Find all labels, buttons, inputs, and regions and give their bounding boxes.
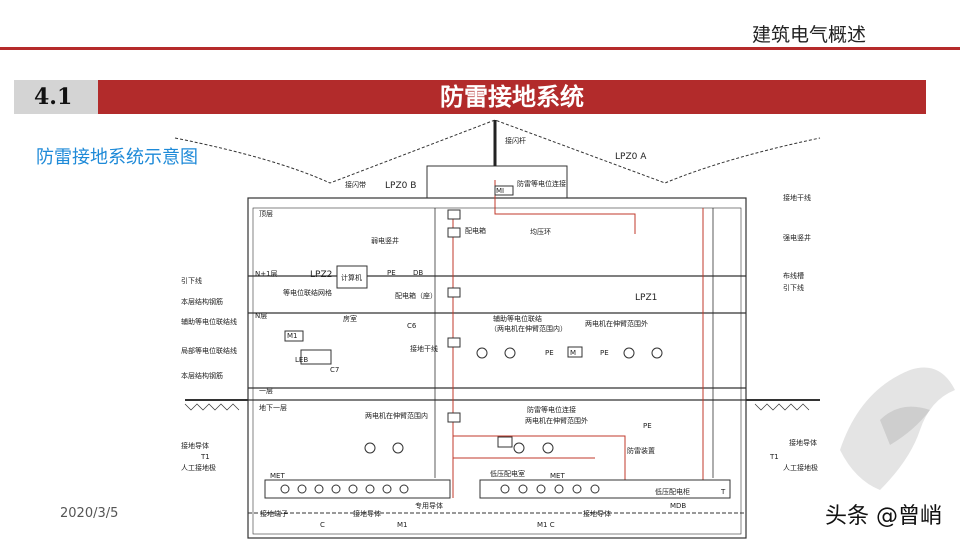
- slide-date: 2020/3/5: [60, 506, 119, 521]
- svg-text:两电机在伸臂范围内: 两电机在伸臂范围内: [365, 411, 428, 420]
- svg-text:顶层: 顶层: [259, 210, 273, 218]
- met-bars: [264, 479, 731, 499]
- svg-text:引下线: 引下线: [181, 276, 202, 285]
- svg-text:接闪带: 接闪带: [345, 180, 366, 189]
- course-title: 建筑电气概述: [751, 24, 866, 46]
- svg-text:C6: C6: [407, 322, 417, 330]
- svg-text:人工接地极: 人工接地极: [181, 463, 216, 472]
- section-title: 防雷接地系统: [98, 80, 926, 114]
- svg-text:DB: DB: [413, 269, 423, 277]
- svg-text:等电位联结网格: 等电位联结网格: [283, 288, 332, 297]
- svg-text:地下一层: 地下一层: [259, 403, 287, 412]
- svg-text:C7: C7: [330, 366, 339, 374]
- svg-text:局部等电位联结线: 局部等电位联结线: [181, 346, 237, 355]
- svg-text:两电机在伸臂范围外: 两电机在伸臂范围外: [585, 319, 648, 328]
- svg-text:一层: 一层: [259, 387, 273, 395]
- svg-text:接地干线: 接地干线: [410, 344, 438, 353]
- figure-title: 防雷接地系统示意图: [36, 147, 198, 168]
- ground: [184, 399, 820, 514]
- svg-text:布线槽: 布线槽: [783, 271, 804, 280]
- svg-text:C: C: [320, 521, 325, 529]
- svg-text:接地导体: 接地导体: [353, 509, 381, 518]
- svg-text:两电机在伸臂范围外: 两电机在伸臂范围外: [525, 416, 588, 425]
- watermark-text: 头条 @曾峭: [825, 504, 942, 529]
- motor-symbols: [284, 185, 663, 454]
- lightning-protection-diagram: 接闪杆 LPZ0 A LPZ0 B 接闪带 MI 防雷等电位连接 接地干线 顶层…: [174, 119, 821, 539]
- svg-text:配电箱: 配电箱: [465, 226, 486, 235]
- svg-text:防雷装置: 防雷装置: [627, 446, 655, 455]
- header-divider: [0, 47, 960, 50]
- svg-text:辅助等电位联结线: 辅助等电位联结线: [181, 317, 237, 326]
- svg-text:N+1层: N+1层: [255, 270, 278, 278]
- riser-boxes: [447, 209, 461, 423]
- red-wiring: [452, 180, 704, 498]
- svg-text:M1: M1: [397, 521, 408, 529]
- svg-text:T1: T1: [769, 453, 779, 461]
- svg-text:接地导体: 接地导体: [789, 438, 817, 447]
- svg-text:M1: M1: [287, 332, 298, 340]
- svg-text:防雷等电位连接: 防雷等电位连接: [517, 179, 566, 188]
- svg-text:接闪杆: 接闪杆: [505, 136, 526, 145]
- svg-text:LPZ0 A: LPZ0 A: [615, 152, 647, 162]
- svg-text:房室: 房室: [343, 314, 357, 323]
- svg-text:本层结构钢筋: 本层结构钢筋: [181, 371, 223, 380]
- svg-text:LPZ2: LPZ2: [310, 270, 332, 280]
- svg-text:专用导体: 专用导体: [415, 501, 443, 510]
- section-number: 4.1: [14, 80, 98, 114]
- svg-text:配电箱（座）: 配电箱（座）: [395, 291, 437, 300]
- svg-text:M1 C: M1 C: [537, 521, 555, 529]
- horse-watermark-image: [840, 367, 955, 490]
- svg-text:强电竖井: 强电竖井: [783, 233, 811, 242]
- svg-text:N层: N层: [255, 312, 267, 320]
- svg-text:PE: PE: [643, 422, 652, 430]
- diagram-labels: 接闪杆 LPZ0 A LPZ0 B 接闪带 MI 防雷等电位连接 接地干线 顶层…: [181, 136, 818, 529]
- svg-text:LPZ0 B: LPZ0 B: [385, 181, 416, 191]
- building-frame: [247, 197, 747, 539]
- svg-text:本层结构钢筋: 本层结构钢筋: [181, 297, 223, 306]
- svg-text:辅助等电位联结: 辅助等电位联结: [493, 314, 542, 323]
- svg-text:PE: PE: [545, 349, 554, 357]
- svg-text:低压配电柜: 低压配电柜: [655, 487, 690, 496]
- svg-text:计算机: 计算机: [341, 273, 362, 282]
- svg-text:MI: MI: [496, 187, 504, 195]
- svg-text:T: T: [720, 488, 726, 496]
- svg-text:接地干线: 接地干线: [783, 193, 811, 202]
- svg-text:T1: T1: [200, 453, 210, 461]
- svg-text:低压配电室: 低压配电室: [490, 469, 525, 478]
- svg-text:接地端子: 接地端子: [260, 509, 288, 518]
- svg-text:均压环: 均压环: [530, 227, 551, 236]
- svg-text:接地导体: 接地导体: [583, 509, 611, 518]
- svg-text:MET: MET: [550, 472, 565, 480]
- svg-text:M: M: [570, 349, 576, 357]
- svg-text:PE: PE: [387, 269, 396, 277]
- svg-text:MDB: MDB: [670, 502, 686, 510]
- svg-text:防雷等电位连接: 防雷等电位连接: [527, 405, 576, 414]
- svg-text:接地导体: 接地导体: [181, 441, 209, 450]
- svg-text:LPZ1: LPZ1: [635, 293, 657, 303]
- svg-text:人工接地极: 人工接地极: [783, 463, 818, 472]
- svg-text:LEB: LEB: [295, 356, 308, 364]
- svg-text:引下线: 引下线: [783, 283, 804, 292]
- svg-text:MET: MET: [270, 472, 285, 480]
- svg-text:弱电竖井: 弱电竖井: [371, 236, 399, 245]
- svg-text:（两电机在伸臂范围内）: （两电机在伸臂范围内）: [490, 324, 567, 333]
- svg-text:PE: PE: [600, 349, 609, 357]
